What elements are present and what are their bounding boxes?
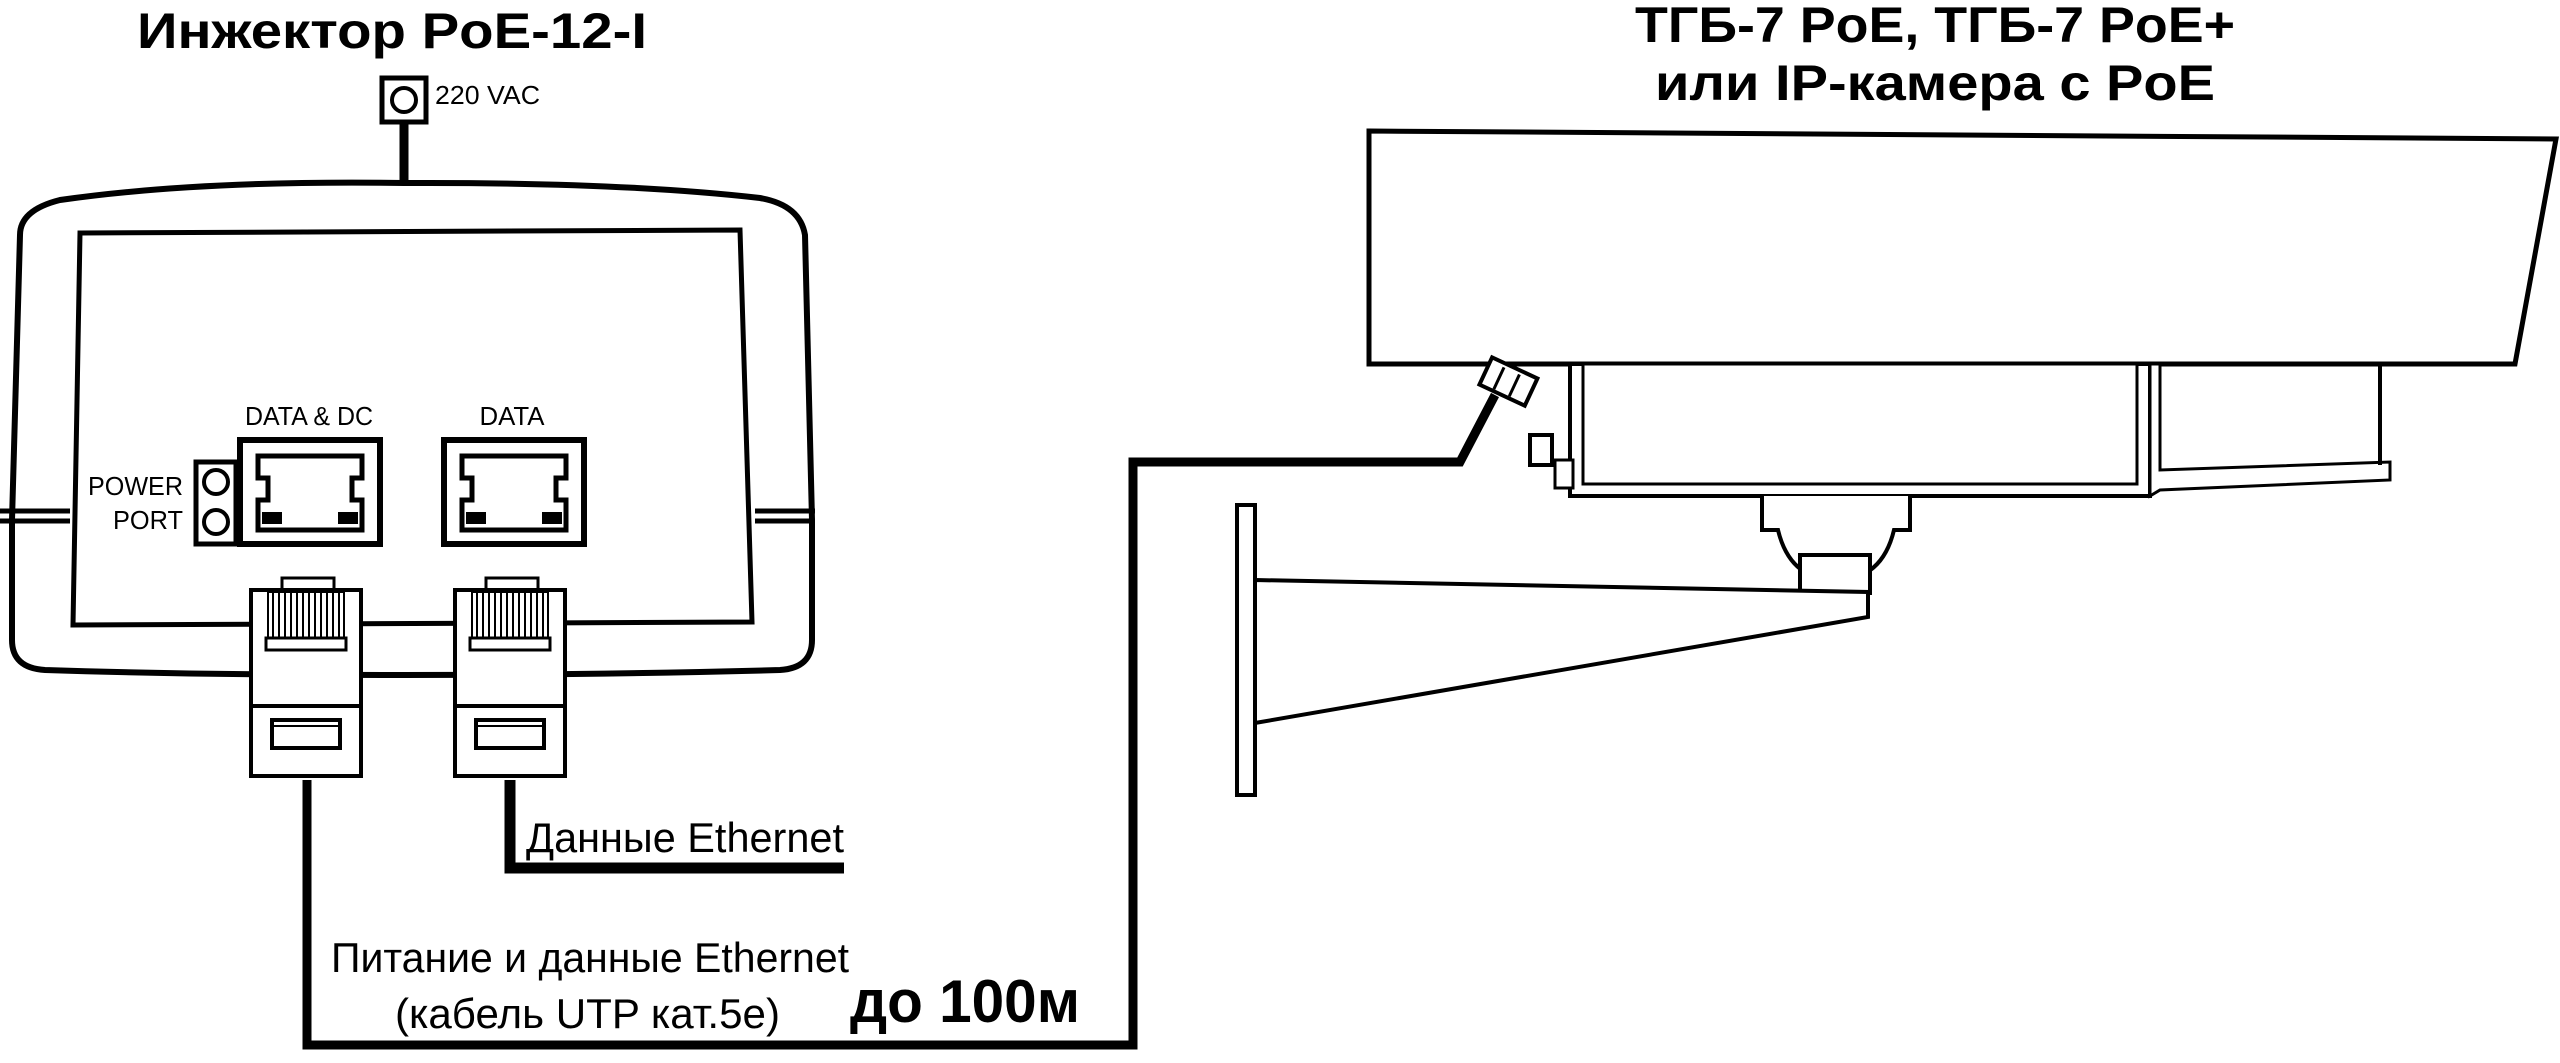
rj45-plug-data <box>453 576 567 778</box>
data-cable <box>504 780 844 874</box>
power-port <box>193 459 239 547</box>
power-port-label-2: PORT <box>113 505 183 535</box>
data-cable-label: Данные Ethernet <box>526 814 844 861</box>
power-input-label: 220 VAC <box>435 80 540 110</box>
poe-cable-label-1: Питание и данные Ethernet <box>331 934 849 981</box>
camera-bracket <box>1235 503 1870 797</box>
port-data-dc-label: DATA & DC <box>245 401 373 431</box>
rj45-socket-data-dc <box>237 437 383 547</box>
port-data-label: DATA <box>480 401 546 431</box>
injector-body <box>0 179 815 679</box>
power-input-connector <box>379 75 429 184</box>
camera-housing <box>1366 128 2559 595</box>
rj45-socket-data <box>441 437 587 547</box>
camera-title-line2: или IP-камера с PoE <box>1655 55 2215 111</box>
power-port-label-1: POWER <box>88 471 183 501</box>
poe-cable-label-2: (кабель UTP кат.5е) <box>395 990 780 1037</box>
rj45-plug-poe <box>249 576 363 778</box>
injector-title: Инжектор PoE-12-I <box>137 3 647 59</box>
distance-label: до 100м <box>850 968 1080 1035</box>
camera-title-line1: ТГБ-7 PoE, ТГБ-7 PoE+ <box>1635 0 2235 53</box>
poe-cable <box>302 392 1499 1050</box>
